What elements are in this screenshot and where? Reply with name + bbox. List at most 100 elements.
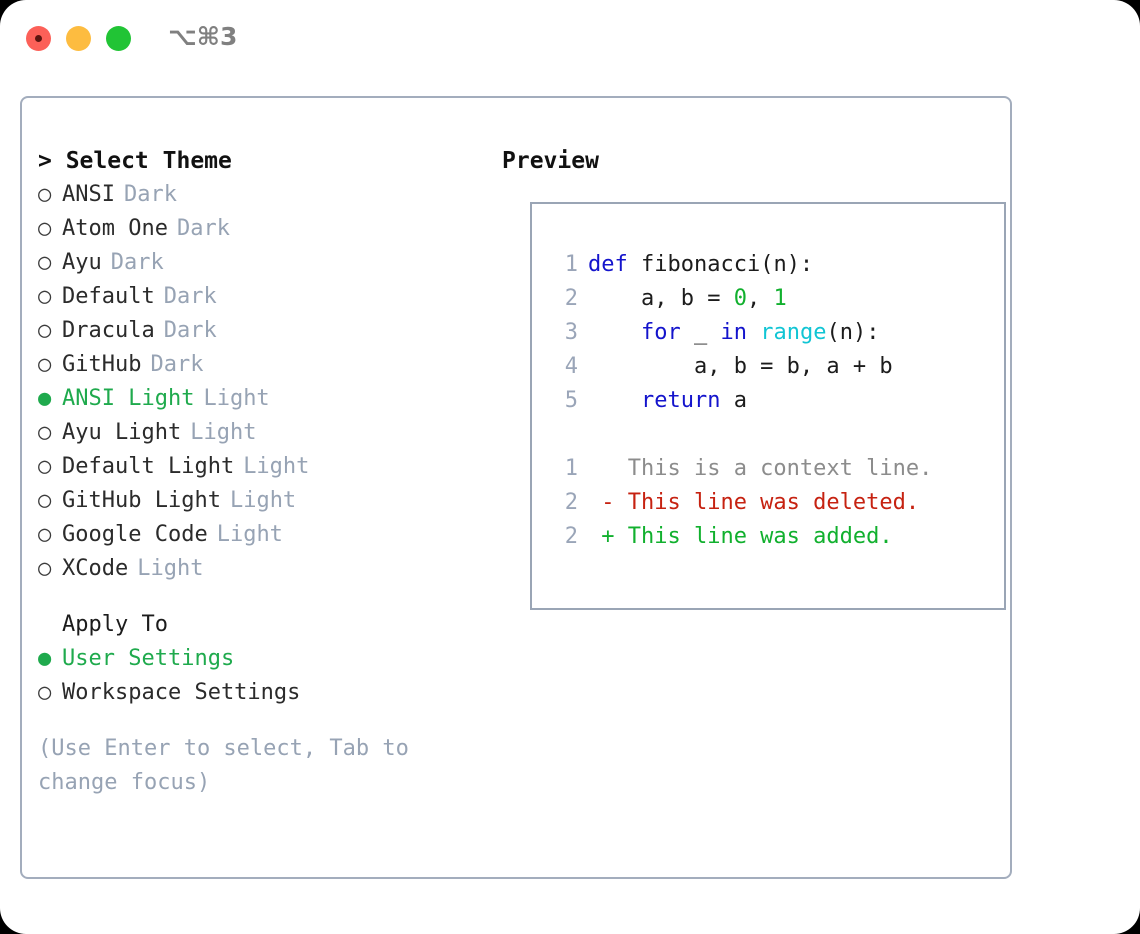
diff-line-text: - This line was deleted. bbox=[588, 490, 920, 515]
code-line-text: a, b = 0, 1 bbox=[588, 282, 787, 316]
radio-unselected-icon[interactable]: ○ bbox=[38, 420, 52, 445]
theme-name-label: GitHub bbox=[62, 352, 142, 377]
line-number: 1 bbox=[564, 456, 578, 481]
radio-unselected-icon[interactable]: ○ bbox=[38, 318, 52, 343]
theme-variant-badge: Dark bbox=[110, 250, 164, 275]
keyboard-shortcut-label: ⌥⌘3 bbox=[168, 22, 238, 51]
code-line-text: a, b = b, a + b bbox=[588, 350, 893, 384]
line-number: 2 bbox=[564, 286, 578, 311]
theme-name-label: Atom One bbox=[62, 216, 168, 241]
theme-variant-badge: Dark bbox=[163, 284, 217, 309]
code-line-text: for _ in range(n): bbox=[588, 316, 879, 350]
code-token: in bbox=[720, 320, 747, 345]
theme-variant-badge: Light bbox=[229, 488, 297, 513]
radio-unselected-icon[interactable]: ○ bbox=[38, 556, 52, 581]
theme-list-item[interactable]: ○ Default Dark bbox=[38, 280, 488, 314]
code-line: 2 a, b = 0, 1 bbox=[548, 282, 996, 316]
code-token: _ bbox=[680, 320, 721, 345]
diff-line: 2 + This line was added. bbox=[548, 520, 996, 554]
radio-unselected-icon[interactable]: ○ bbox=[38, 250, 52, 275]
code-diff-spacer bbox=[548, 418, 996, 452]
apply-to-label: Workspace Settings bbox=[62, 680, 301, 705]
apply-to-label: User Settings bbox=[62, 646, 235, 671]
radio-unselected-icon[interactable]: ○ bbox=[38, 284, 52, 309]
code-token: a bbox=[720, 388, 747, 413]
radio-unselected-icon[interactable]: ○ bbox=[38, 216, 52, 241]
diff-line-text: This is a context line. bbox=[588, 456, 933, 481]
line-number: 3 bbox=[564, 320, 578, 345]
traffic-lights bbox=[26, 26, 131, 51]
title-bar: ⌥⌘3 bbox=[0, 0, 1140, 78]
code-token: def bbox=[588, 252, 628, 277]
select-theme-heading: > Select Theme bbox=[38, 148, 232, 174]
apply-to-options[interactable]: ● User Settings ○ Workspace Settings bbox=[38, 642, 488, 710]
radio-unselected-icon[interactable]: ○ bbox=[38, 680, 52, 705]
theme-list-item[interactable]: ○ Ayu Light Light bbox=[38, 416, 488, 450]
minimize-button-icon[interactable] bbox=[66, 26, 91, 51]
maximize-button-icon[interactable] bbox=[106, 26, 131, 51]
radio-unselected-icon[interactable]: ○ bbox=[38, 352, 52, 377]
radio-selected-icon[interactable]: ● bbox=[38, 646, 52, 671]
apply-to-section: Apply To ● User Settings ○ Workspace Settin… bbox=[38, 608, 488, 710]
theme-variant-badge: Dark bbox=[123, 182, 177, 207]
theme-name-label: Default Light bbox=[62, 454, 235, 479]
radio-unselected-icon[interactable]: ○ bbox=[38, 182, 52, 207]
code-token: return bbox=[640, 388, 721, 413]
theme-variant-badge: Dark bbox=[176, 216, 230, 241]
theme-list-item[interactable]: ○ XCode Light bbox=[38, 552, 488, 586]
theme-name-label: Default bbox=[62, 284, 155, 309]
theme-variant-badge: Light bbox=[190, 420, 257, 445]
code-token bbox=[588, 320, 641, 345]
theme-name-label: Ayu bbox=[62, 250, 102, 275]
theme-list-item[interactable]: ○ Atom One Dark bbox=[38, 212, 488, 246]
theme-name-label: Ayu Light bbox=[62, 420, 182, 445]
apply-to-option[interactable]: ○ Workspace Settings bbox=[38, 676, 488, 710]
radio-unselected-icon[interactable]: ○ bbox=[38, 488, 52, 513]
code-line: 5 return a bbox=[548, 384, 996, 418]
radio-unselected-icon[interactable]: ○ bbox=[38, 454, 52, 479]
code-line-text: def fibonacci(n): bbox=[588, 248, 813, 282]
line-number: 4 bbox=[564, 354, 578, 379]
code-token: 0 bbox=[733, 286, 747, 311]
theme-name-label: XCode bbox=[62, 556, 129, 581]
code-line-text: return a bbox=[588, 384, 747, 418]
theme-name-label: Dracula bbox=[62, 318, 155, 343]
code-token: , bbox=[746, 286, 774, 311]
code-token: range bbox=[760, 320, 827, 345]
theme-variant-badge: Dark bbox=[150, 352, 204, 377]
theme-name-label: GitHub Light bbox=[62, 488, 221, 513]
apply-to-option[interactable]: ● User Settings bbox=[38, 642, 488, 676]
theme-variant-badge: Light bbox=[216, 522, 283, 547]
code-line: 3 for _ in range(n): bbox=[548, 316, 996, 350]
code-token: a, b = b, a + b bbox=[588, 354, 893, 379]
theme-list-item[interactable]: ○ Ayu Dark bbox=[38, 246, 488, 280]
line-number: 2 bbox=[564, 490, 578, 515]
code-token: (n): bbox=[826, 320, 880, 345]
radio-unselected-icon[interactable]: ○ bbox=[38, 522, 52, 547]
theme-list-item[interactable]: ○ GitHub Light Light bbox=[38, 484, 488, 518]
close-button-icon[interactable] bbox=[26, 26, 51, 51]
code-token: 1 bbox=[773, 286, 787, 311]
preview-heading: Preview bbox=[502, 148, 599, 174]
code-token: for bbox=[640, 320, 681, 345]
diff-line: 1 This is a context line. bbox=[548, 452, 996, 486]
diff-line: 2 - This line was deleted. bbox=[548, 486, 996, 520]
radio-selected-icon[interactable]: ● bbox=[38, 386, 52, 411]
apply-to-heading: Apply To bbox=[62, 612, 168, 637]
theme-list-item[interactable]: ○ GitHub Dark bbox=[38, 348, 488, 382]
theme-name-label: ANSI Light bbox=[62, 386, 195, 411]
code-line: 4 a, b = b, a + b bbox=[548, 350, 996, 384]
theme-variant-badge: Light bbox=[137, 556, 204, 581]
